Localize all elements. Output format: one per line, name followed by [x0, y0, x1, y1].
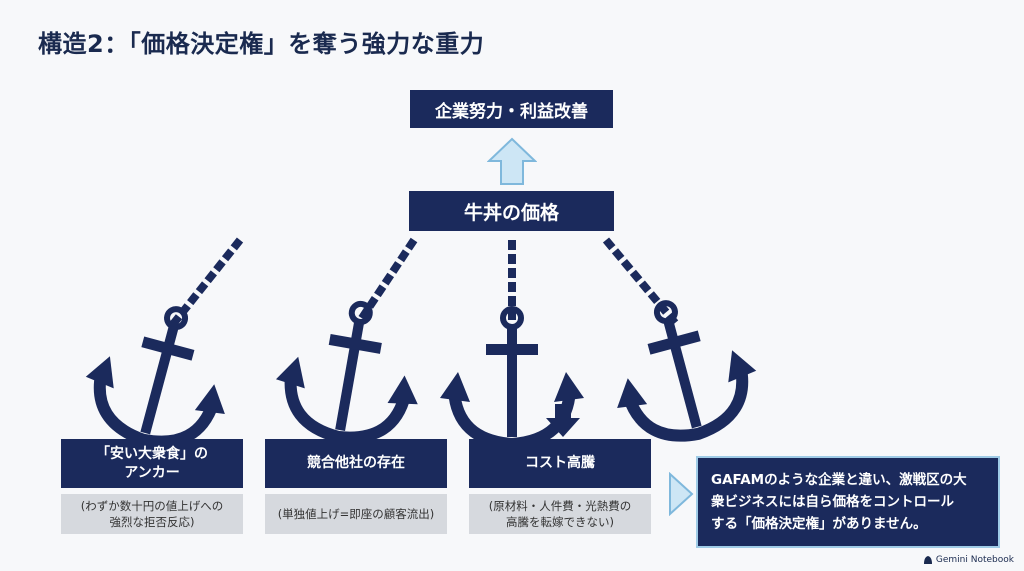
- anchor-note-line: (わずか数十円の値上げへの: [80, 499, 224, 513]
- anchor-note-competitors: (単独値上げ=即座の顧客流出): [265, 494, 447, 534]
- anchor-icon-2: [268, 292, 433, 450]
- price-box: 牛丼の価格: [409, 191, 614, 231]
- footer-brand: Gemini Notebook: [923, 555, 1014, 565]
- anchor-note-line: (原材料・人件費・光熱費の: [488, 499, 632, 513]
- callout-line: 衆ビジネスには自ら価格をコントロール: [711, 494, 954, 510]
- anchor-label-line: 「安い大衆食」の: [96, 445, 208, 462]
- gemini-logo-icon: [923, 556, 932, 564]
- callout-box: GAFAMのような企業と違い、激戦区の大 衆ビジネスには自ら価格をコントロール …: [696, 456, 1000, 548]
- anchor-label-competitors: 競合他社の存在: [265, 439, 447, 488]
- anchor-label-line: コスト高騰: [525, 455, 595, 471]
- chain-1: [166, 237, 244, 331]
- anchor-note-cost: (原材料・人件費・光熱費の 高騰を転嫁できない): [469, 494, 651, 534]
- footer-text: Gemini Notebook: [935, 555, 1014, 565]
- callout-pointer-icon: [669, 472, 694, 516]
- anchor-label-cost: コスト高騰: [469, 439, 651, 488]
- chain-2: [354, 237, 418, 327]
- anchor-note-cheap-food: (わずか数十円の値上げへの 強烈な拒否反応): [61, 494, 243, 534]
- anchor-label-cheap-food: 「安い大衆食」の アンカー: [61, 439, 243, 488]
- callout-line: する「価格決定権」がありません。: [711, 516, 927, 532]
- anchor-note-line: 高騰を転嫁できない): [506, 515, 614, 529]
- up-arrow-icon: [487, 137, 537, 185]
- anchor-icon-4: [594, 285, 768, 453]
- down-arrow-icon: [546, 404, 580, 437]
- chain-4: [602, 237, 680, 327]
- anchor-note-line: 強烈な拒否反応): [109, 515, 195, 529]
- page-title: 構造2：「価格決定権」を奪う強力な重力: [38, 30, 485, 58]
- anchor-icon-1: [74, 291, 248, 459]
- anchor-label-line: 競合他社の存在: [307, 455, 405, 471]
- anchor-note-line: (単独値上げ=即座の顧客流出): [277, 507, 435, 521]
- outcome-box: 企業努力・利益改善: [410, 90, 613, 128]
- anchor-label-line: アンカー: [124, 464, 180, 481]
- callout-line: GAFAMのような企業と違い、激戦区の大: [711, 472, 967, 488]
